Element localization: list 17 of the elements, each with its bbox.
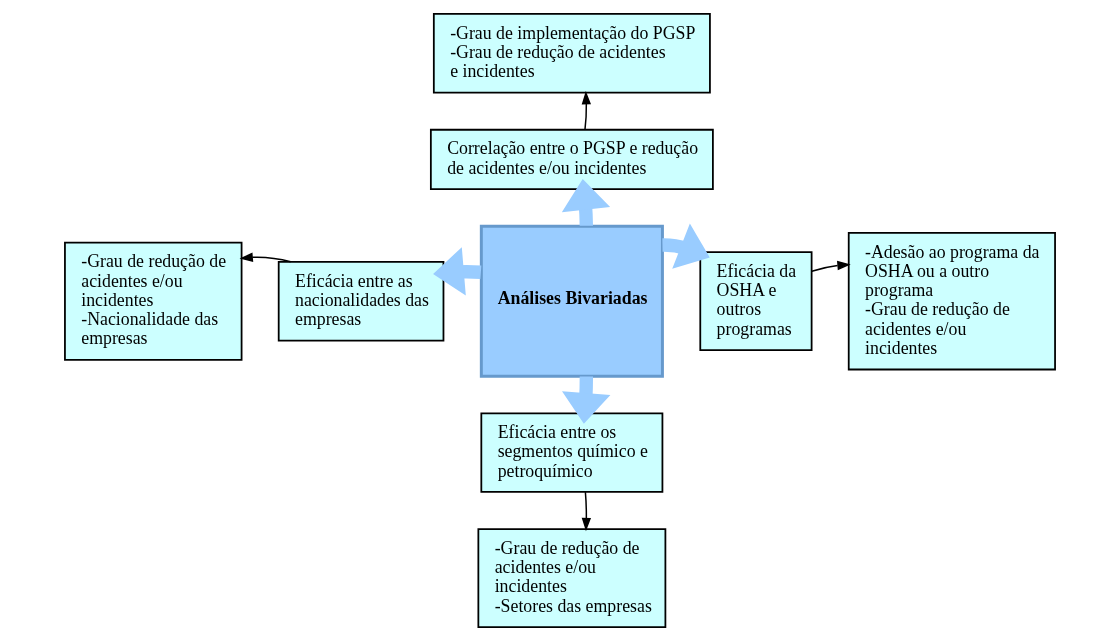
node-box: Eficácia entre os segmentos químico e petroquímico bbox=[480, 412, 664, 493]
node-box: Análises Bivariadas bbox=[479, 224, 664, 378]
arrow bbox=[581, 90, 592, 130]
arrow bbox=[811, 260, 851, 272]
arrow bbox=[239, 252, 292, 263]
arrow bbox=[581, 491, 592, 532]
arrow bbox=[662, 223, 710, 269]
node-box: Eficácia da OSHA e outros programas bbox=[699, 251, 813, 352]
node-box: -Grau de redução de acidentes e/ou incidentes -Setores das empresas bbox=[477, 528, 667, 628]
node-box: Eficácia entre as nacionalidades das empresas bbox=[277, 260, 445, 342]
node-box: -Adesão ao programa da OSHA ou a outro programa -Grau de redução de acidentes e/ou incidentes bbox=[847, 232, 1056, 371]
node-box: Correlação entre o PGSP e redução de acidentes e/ou incidentes bbox=[429, 128, 714, 190]
node-box: -Grau de redução de acidentes e/ou incidentes -Nacionalidade das empresas bbox=[64, 241, 243, 361]
arrow bbox=[433, 247, 482, 296]
arrow bbox=[561, 178, 611, 226]
arrow bbox=[562, 376, 611, 424]
node-box: -Grau de implementação do PGSP -Grau de redução de acidentes e incidentes bbox=[432, 13, 711, 94]
